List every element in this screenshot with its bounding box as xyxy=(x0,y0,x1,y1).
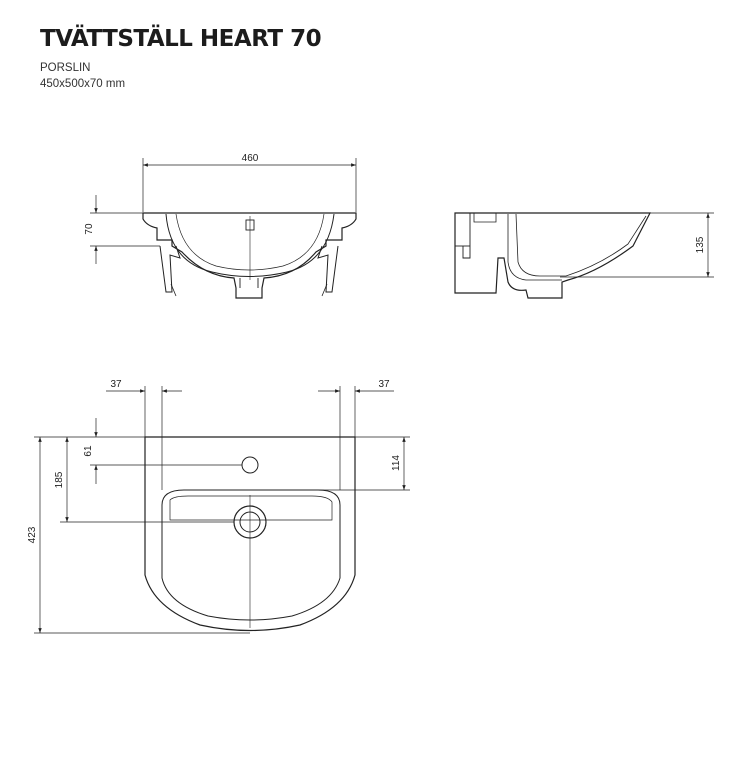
basin-top-inner xyxy=(161,489,341,621)
drain-front xyxy=(239,278,259,288)
top-view xyxy=(34,386,410,634)
side-view xyxy=(454,212,714,299)
front-view xyxy=(90,158,357,299)
side-inner-bowl xyxy=(515,213,647,277)
bowl-offset-label: 114 xyxy=(391,455,402,471)
basin-side-outline xyxy=(454,212,651,299)
right-offset-label: 37 xyxy=(378,379,390,390)
side-top-detail xyxy=(473,213,497,223)
basin-inner-bowl-2 xyxy=(175,213,325,271)
left-offset-label: 37 xyxy=(110,379,122,390)
basin-top-outline xyxy=(144,436,356,632)
size-label: 450x500x70 mm xyxy=(40,78,126,90)
front-height-label: 70 xyxy=(84,223,95,235)
bracket-right xyxy=(317,245,339,293)
side-wall-bracket xyxy=(462,213,471,259)
basin-front-outline xyxy=(142,212,357,299)
product-title: TVÄTTSTÄLL HEART 70 xyxy=(40,26,322,52)
tap-hole-top xyxy=(241,456,259,474)
front-width-label: 460 xyxy=(242,153,259,164)
bracket-left-detail xyxy=(170,283,177,297)
drain-offset-label: 185 xyxy=(54,471,65,488)
depth-label: 423 xyxy=(27,526,38,543)
bracket-left xyxy=(159,245,181,293)
side-height-label: 135 xyxy=(695,236,706,253)
material-label: PORSLIN xyxy=(40,62,91,74)
basin-top-overflow xyxy=(169,495,333,521)
hole-offset-label: 61 xyxy=(83,445,94,457)
bracket-right-detail xyxy=(321,283,328,297)
side-trap xyxy=(507,214,562,281)
